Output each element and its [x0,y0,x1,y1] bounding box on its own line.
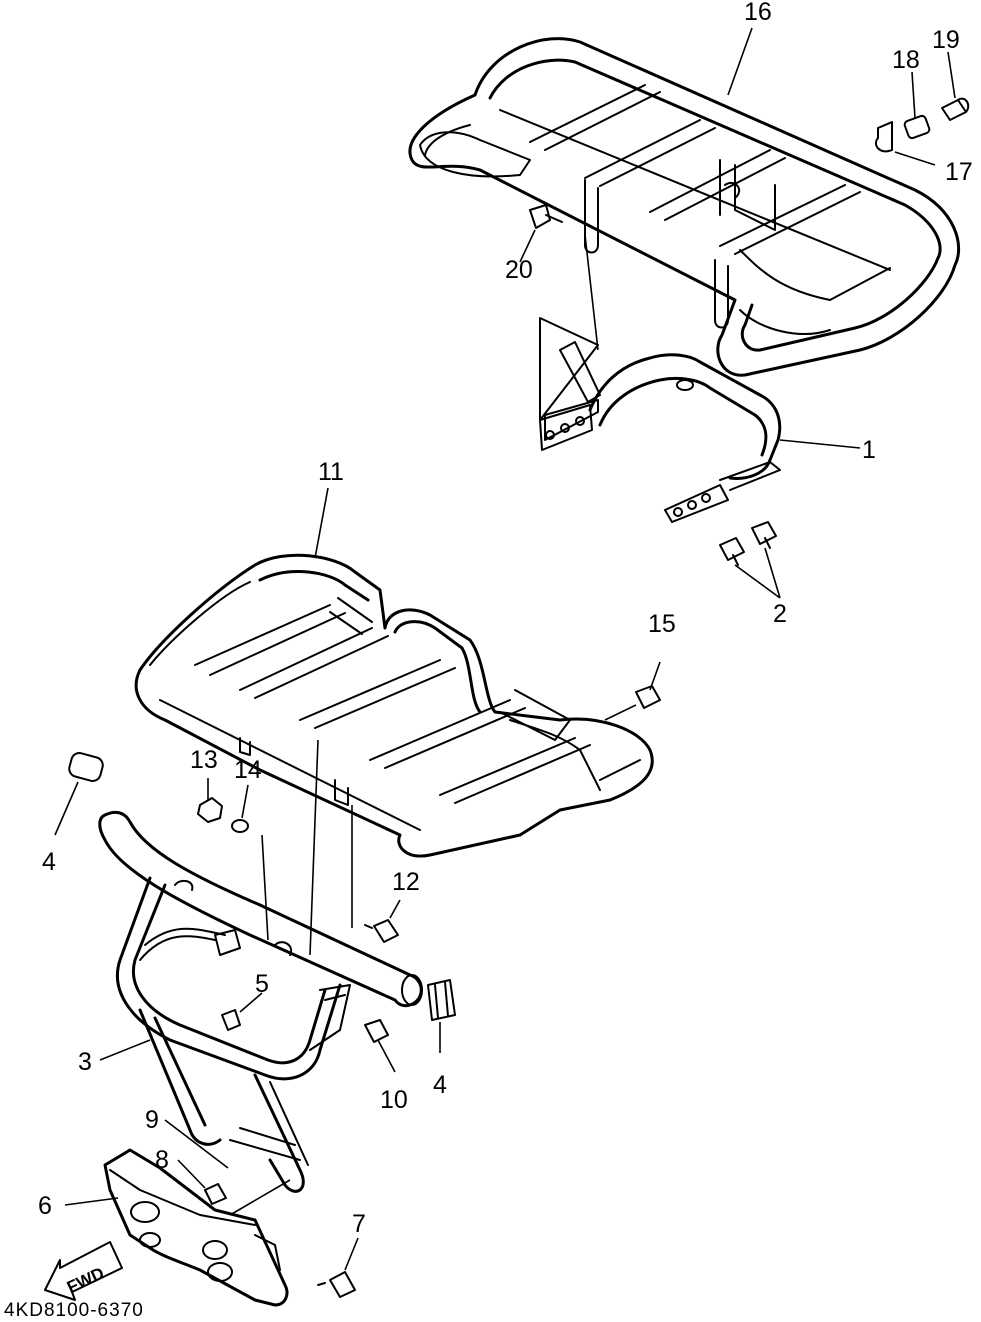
callout-6: 6 [38,1192,52,1220]
callout-3: 3 [78,1048,92,1076]
callout-1: 1 [862,436,876,464]
callout-15: 15 [648,610,676,638]
callout-2: 2 [773,600,787,628]
fwd-label: FWD [64,1264,107,1298]
rear-bracket [539,317,782,566]
callout-9: 9 [145,1106,159,1134]
leader-lines [54,27,956,1271]
drawing-code: 4KD8100-6370 [4,1300,144,1321]
callout-5: 5 [255,970,269,998]
callout-8: 8 [155,1146,169,1174]
front-guard [68,752,456,1193]
callout-20: 20 [505,256,533,284]
callout-13: 13 [190,746,218,774]
callout-10: 10 [380,1086,408,1114]
skid-plate [103,1148,356,1307]
fwd-arrow: FWD [44,1241,123,1301]
callout-11: 11 [318,458,344,486]
callout-17: 17 [945,158,973,186]
callout-4-left: 4 [42,848,56,876]
callout-16: 16 [744,0,772,26]
callout-14: 14 [234,756,262,784]
callout-7: 7 [352,1210,366,1238]
rear-carrier [408,37,970,377]
front-carrier [134,553,661,858]
callout-18: 18 [892,46,920,74]
callout-12: 12 [392,868,420,896]
callout-numbers: 1 2 3 4 4 5 6 7 8 9 10 11 12 13 14 15 16… [38,0,973,1238]
callout-4-right: 4 [433,1071,447,1099]
callout-19: 19 [932,26,960,54]
